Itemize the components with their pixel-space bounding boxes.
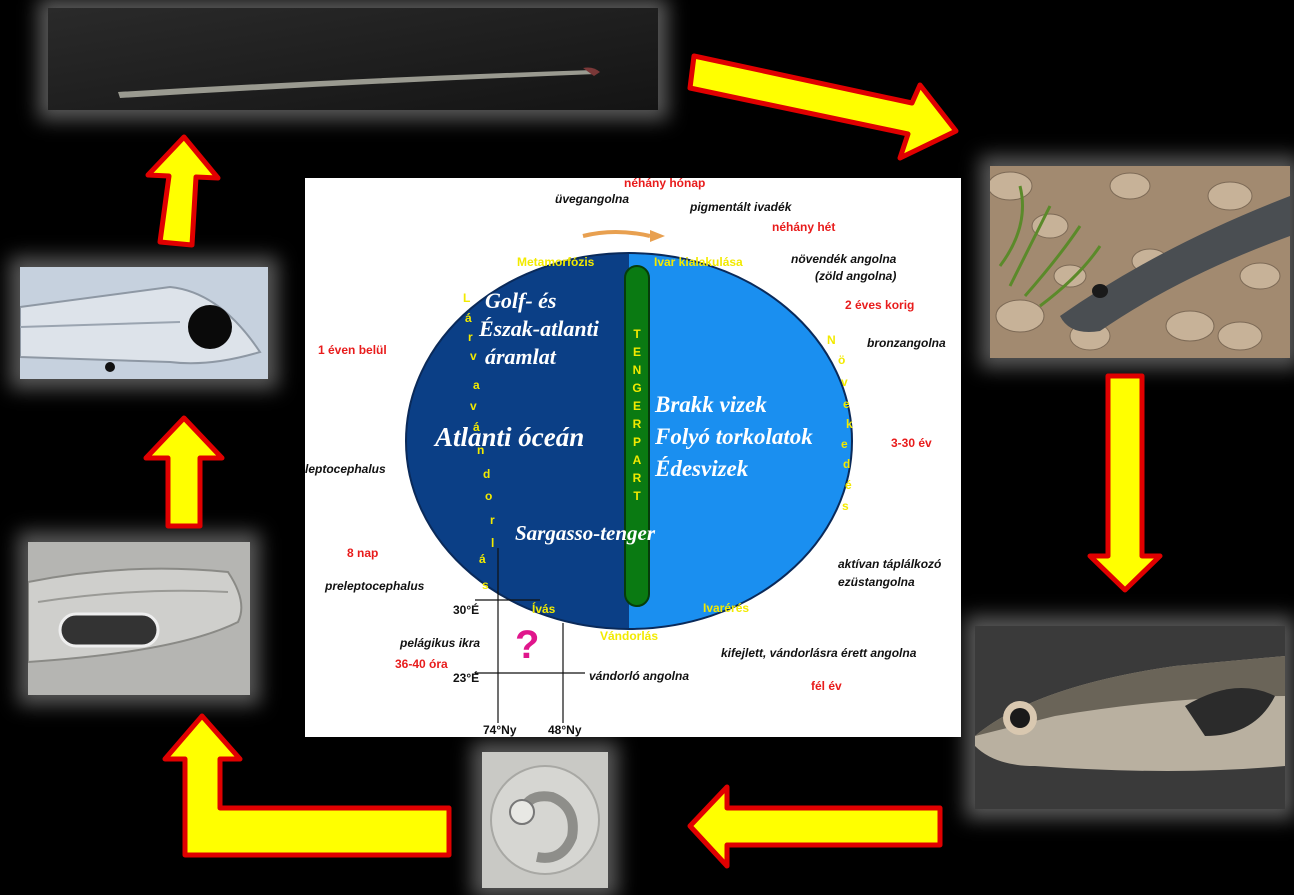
migration-label: Vándorlás — [600, 629, 658, 643]
stage-bronze-eel: bronzangolna — [867, 336, 946, 350]
larva-letter: o — [485, 489, 492, 503]
duration-half-year: fél év — [811, 679, 842, 693]
arrow-down-right — [1090, 376, 1160, 590]
growth-letter: ö — [838, 353, 845, 367]
spawning-label: Ívás — [532, 601, 556, 616]
growth-letter: e — [841, 437, 848, 451]
duration-few-months: néhány hónap — [624, 178, 705, 190]
gulf-stream-label: Golf- és — [485, 288, 556, 313]
coast-letter: N — [633, 363, 642, 377]
growth-letter: v — [841, 375, 848, 389]
larva-letter: v — [470, 399, 477, 413]
stage-mature-eel: kifejlett, vándorlásra érett angolna — [721, 646, 917, 660]
stage-leptocephalus: leptocephalus — [305, 462, 386, 476]
atlantic-ocean-label: Atlanti óceán — [433, 422, 584, 452]
larva-letter: a — [473, 378, 480, 392]
growth-letter: é — [845, 478, 852, 492]
growth-letter: e — [843, 397, 850, 411]
metamorphosis-label: Metamorfózis — [517, 255, 595, 269]
coast-letter: R — [633, 471, 642, 485]
coast-letter: E — [633, 345, 641, 359]
growth-letter: k — [846, 417, 853, 431]
growth-letter: s — [842, 499, 849, 513]
larva-letter: s — [482, 578, 489, 592]
sex-differentiation-label: Ivar kialakulása — [654, 255, 743, 269]
transition-arrow — [583, 232, 650, 236]
stage-green-eel: (zöld angolna) — [815, 269, 896, 283]
larva-letter: v — [470, 349, 477, 363]
stage-glass-eel: üvegangolna — [555, 192, 629, 206]
larva-letter: d — [483, 467, 490, 481]
maturation-label: Ivarérés — [703, 601, 749, 615]
sargasso-sea-label: Sargasso-tenger — [515, 521, 656, 545]
lon-74-label: 74°Ny — [483, 723, 517, 737]
stage-juvenile-eel: növendék angolna — [791, 252, 897, 266]
larva-letter: L — [463, 291, 470, 305]
gulf-stream-label: Észak-atlanti — [478, 316, 600, 341]
stage-preleptocephalus: preleptocephalus — [324, 579, 425, 593]
coast-letter: T — [633, 327, 641, 341]
duration-within-year: 1 éven belül — [318, 343, 387, 357]
arrow-up-left-upper — [148, 137, 218, 245]
duration-few-weeks: néhány hét — [772, 220, 835, 234]
gulf-stream-label: áramlat — [485, 344, 557, 369]
stage-pigmented-fry: pigmentált ivadék — [689, 200, 793, 214]
freshwater-label: Édesvizek — [654, 456, 749, 481]
coast-letter: A — [633, 453, 642, 467]
coast-letter: E — [633, 399, 641, 413]
stage-pelagic-egg: pelágikus ikra — [399, 636, 480, 650]
growth-letter: N — [827, 333, 836, 347]
lat-30-label: 30°É — [453, 602, 479, 617]
lat-23-label: 23°É — [453, 670, 479, 685]
coast-letter: R — [633, 417, 642, 431]
larva-letter: r — [490, 513, 495, 527]
life-cycle-diagram: T E N G E R P A R T L á r v a v á n d o … — [305, 178, 961, 737]
growth-letter: d — [843, 457, 850, 471]
stage-migrating-eel: vándorló angolna — [589, 669, 689, 683]
arrow-right-top — [690, 56, 956, 158]
larva-letter: l — [491, 536, 494, 550]
duration-36-40-hours: 36-40 óra — [395, 657, 448, 671]
question-mark: ? — [515, 623, 539, 667]
arrow-up-left-lower — [146, 418, 222, 526]
coast-letter: P — [633, 435, 641, 449]
brackish-water-label: Brakk vizek — [654, 392, 767, 417]
lon-48-label: 48°Ny — [548, 723, 582, 737]
larva-letter: á — [465, 311, 472, 325]
coast-letter: G — [632, 381, 641, 395]
larva-letter: r — [468, 330, 473, 344]
coast-letter: T — [633, 489, 641, 503]
arrow-left-bottom — [690, 787, 940, 866]
larva-letter: á — [479, 552, 486, 566]
stage-active-feeding: aktívan táplálkozó — [838, 557, 941, 571]
duration-3-30-years: 3-30 év — [891, 436, 932, 450]
duration-two-years: 2 éves korig — [845, 298, 914, 312]
stage-silver-eel: ezüstangolna — [838, 575, 915, 589]
estuary-label: Folyó torkolatok — [654, 424, 813, 449]
duration-8-days: 8 nap — [347, 546, 378, 560]
